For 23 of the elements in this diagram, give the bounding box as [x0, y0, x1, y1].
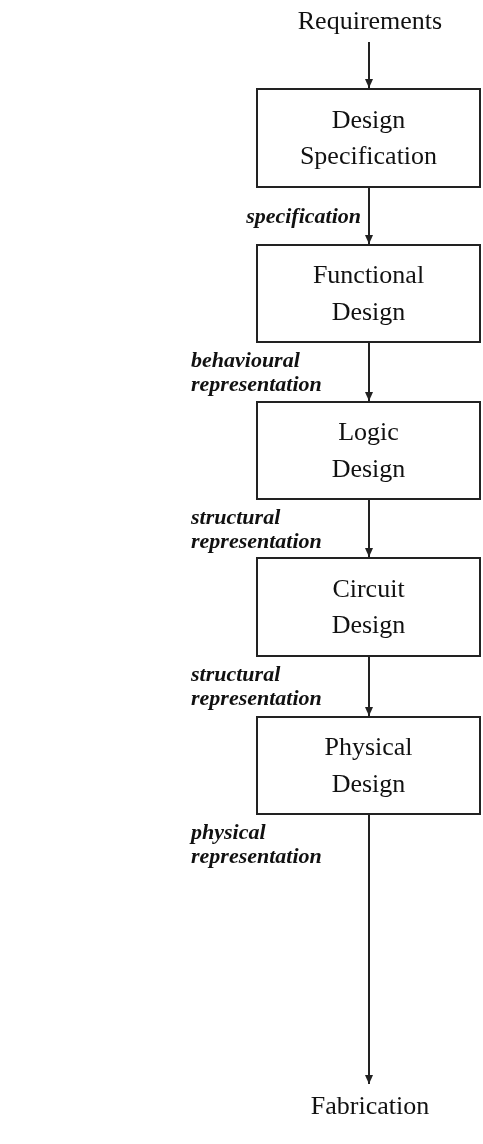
arrow [365, 656, 373, 717]
edge-label: structural representation [191, 662, 323, 711]
process-box [256, 557, 481, 657]
edge-label: specification [246, 204, 361, 229]
edge-label: behavioural representation [191, 348, 323, 397]
arrow [365, 814, 373, 1085]
arrow [365, 342, 373, 402]
box-label: Design Specification [299, 103, 438, 172]
process-box [256, 244, 481, 343]
process-box [256, 716, 481, 815]
edge-label: physical representation [191, 820, 323, 869]
box-label: Circuit Design [331, 572, 406, 641]
flow-label: Requirements [297, 4, 443, 37]
box-label: Physical Design [324, 731, 413, 800]
arrow [365, 499, 373, 558]
arrow [365, 41, 373, 89]
arrow [365, 187, 373, 245]
process-box [256, 401, 481, 500]
flow-label: Fabrication [310, 1089, 430, 1122]
box-label: Logic Design [331, 416, 406, 485]
edge-label: structural representation [191, 504, 323, 553]
process-box [256, 88, 481, 188]
box-label: Functional Design [312, 259, 425, 328]
